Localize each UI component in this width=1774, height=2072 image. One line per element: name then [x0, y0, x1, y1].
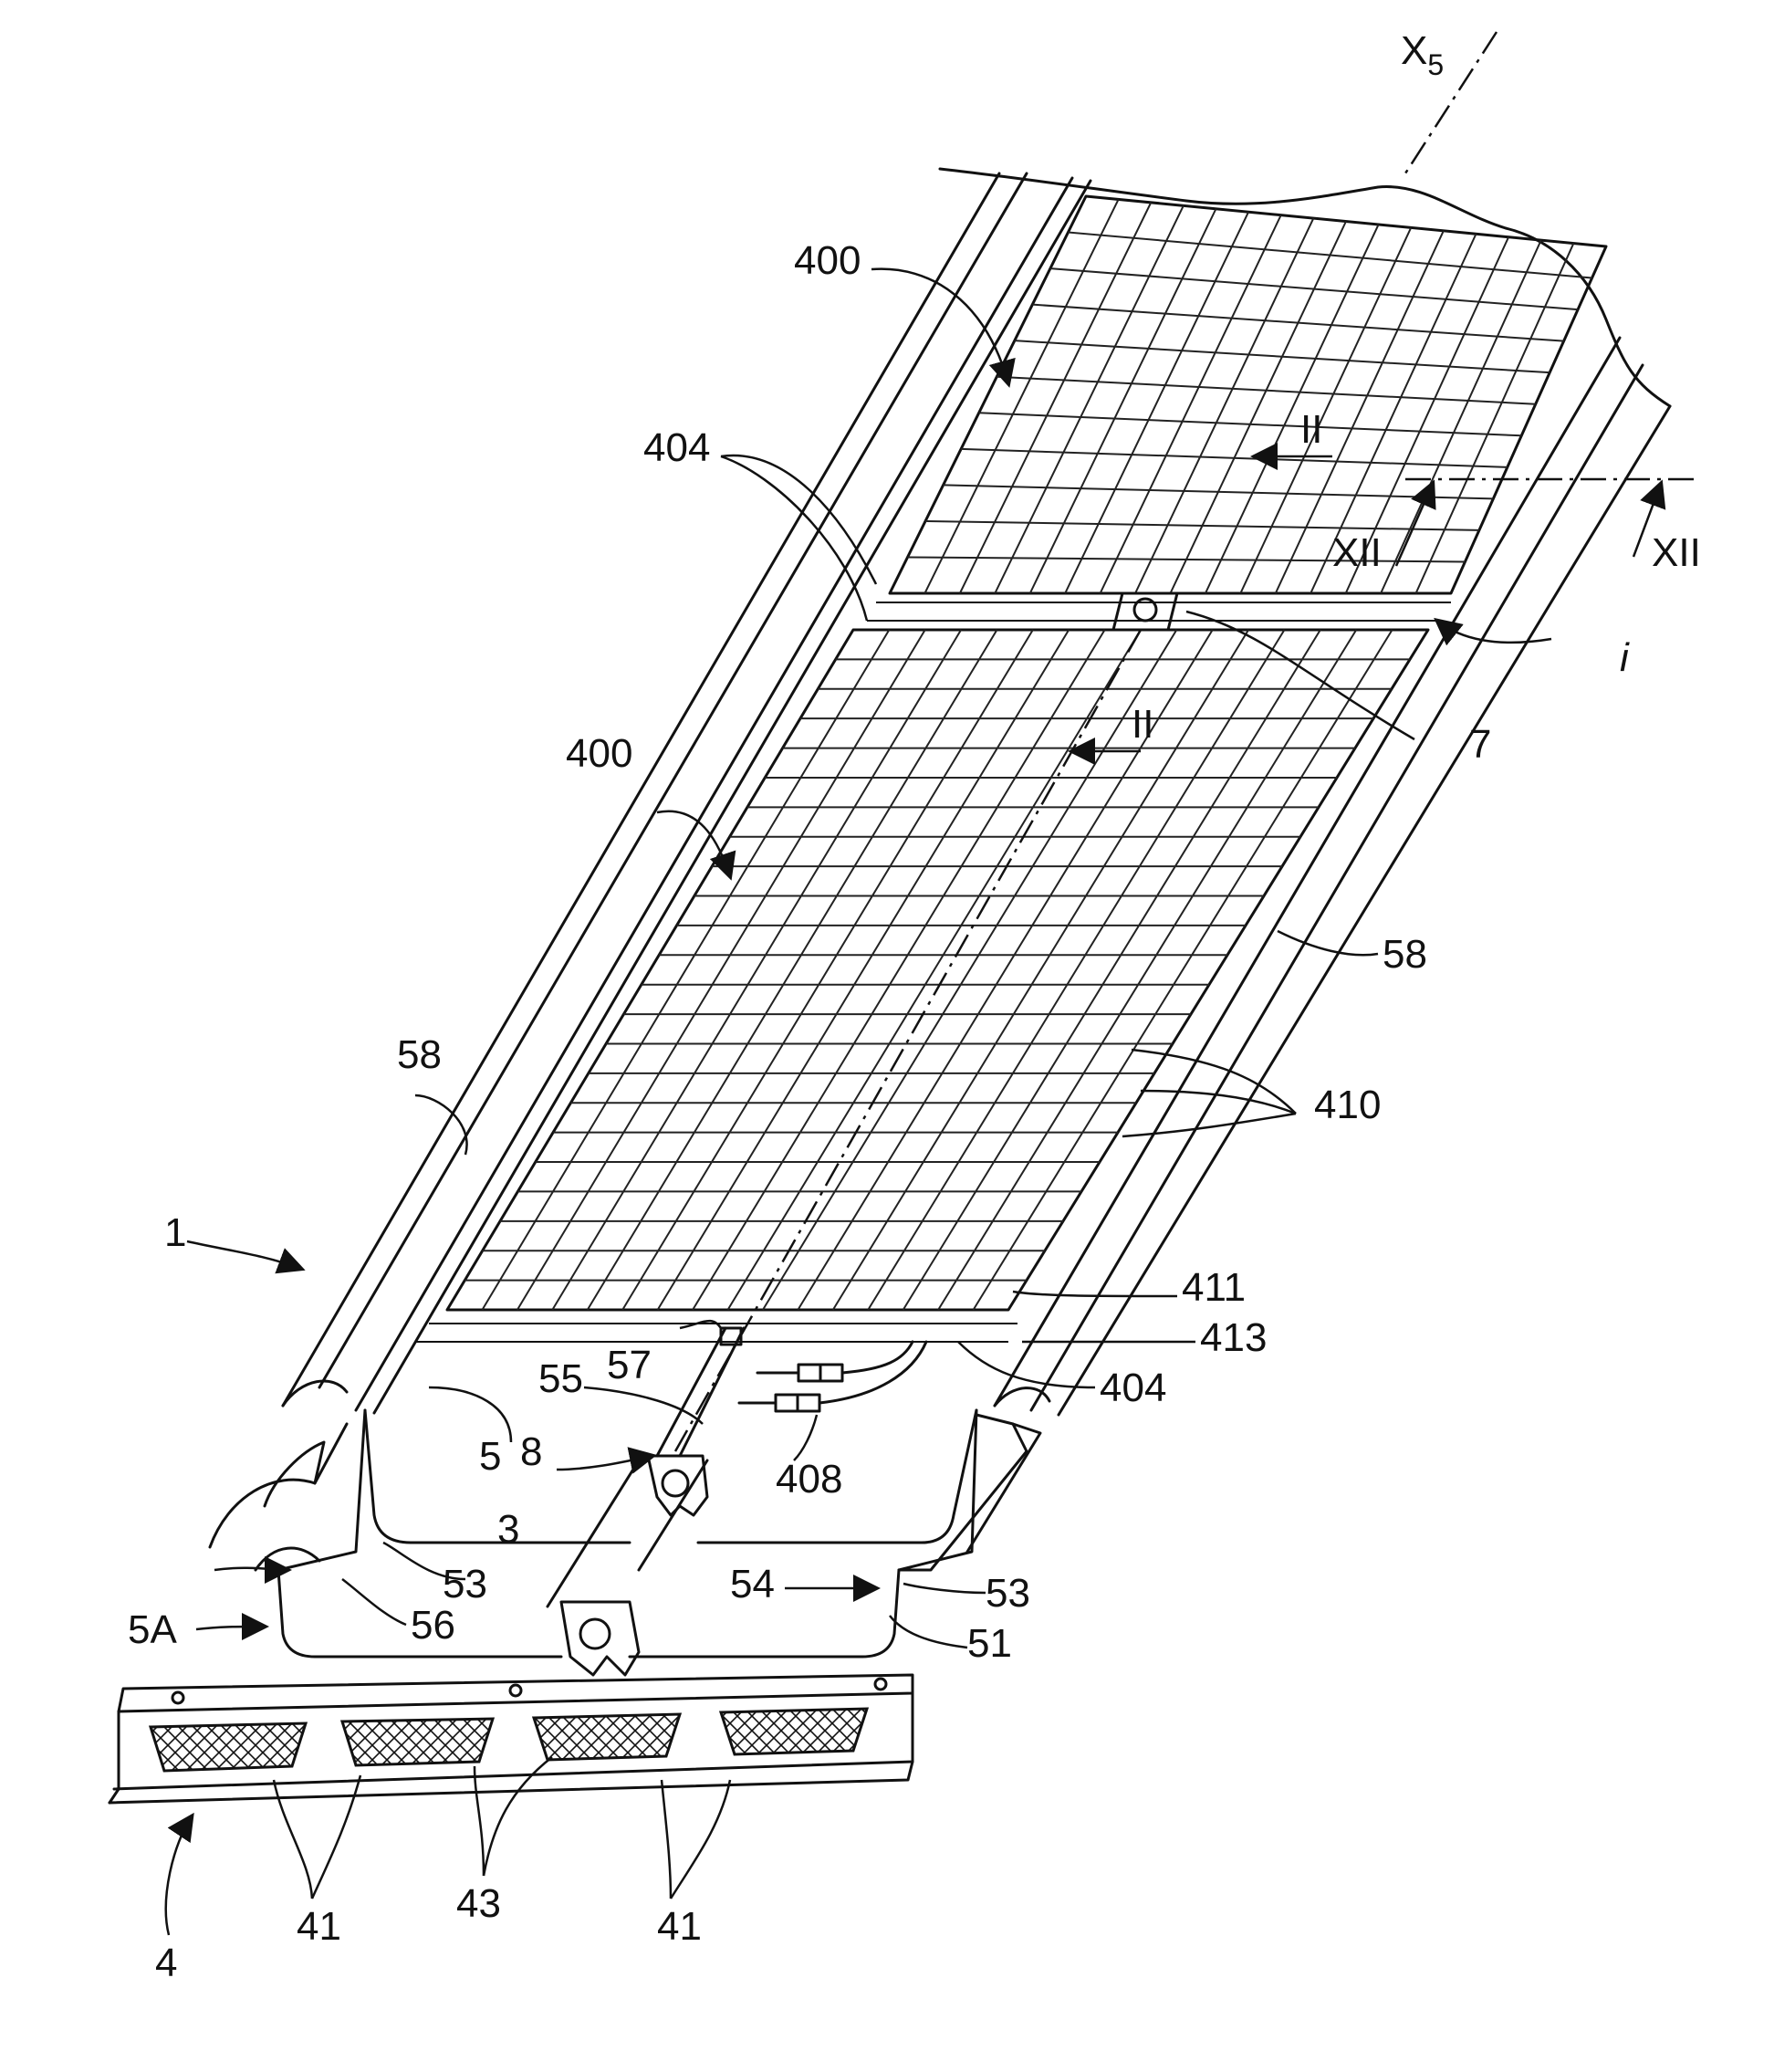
label-5: 5: [479, 1434, 501, 1479]
label-ii-top: II: [1300, 407, 1322, 452]
cell-grid-line: [1030, 209, 1216, 593]
label-ii-bottom: II: [1132, 702, 1153, 747]
label-410: 410: [1314, 1083, 1381, 1127]
cell-grid-line: [944, 485, 1494, 498]
cell-grid-line: [728, 630, 1142, 1310]
label-411: 411: [1182, 1265, 1246, 1310]
label-xii-left: XII: [1332, 530, 1382, 575]
label-56: 56: [411, 1603, 455, 1648]
solar-panel-upper: [890, 196, 1606, 593]
label-41-right: 41: [657, 1904, 702, 1949]
label-58-left: 58: [397, 1032, 442, 1077]
cell-grid-line: [979, 413, 1522, 435]
cell-grid-line: [1135, 218, 1313, 593]
cell-grid-line: [1065, 212, 1248, 593]
cell-grid-line: [925, 521, 1479, 530]
vent-mesh-1: [151, 1723, 306, 1771]
cell-grid-line: [1050, 268, 1578, 309]
label-8: 8: [520, 1429, 542, 1474]
label-404-bottom: 404: [1100, 1366, 1166, 1410]
cell-grid-line: [1068, 233, 1591, 278]
label-x-axis: X5: [1401, 28, 1444, 81]
section-arrows: [1072, 456, 1661, 751]
cell-grid-line: [961, 449, 1508, 467]
label-i: i: [1620, 635, 1630, 680]
cell-grid-line: [960, 203, 1151, 593]
label-57: 57: [607, 1343, 652, 1387]
cell-grid-line: [1015, 340, 1550, 372]
label-5a: 5A: [128, 1607, 177, 1652]
cell-grid-line: [833, 630, 1248, 1310]
vent-mesh-4: [721, 1709, 867, 1754]
label-53-right: 53: [986, 1571, 1030, 1616]
label-55: 55: [538, 1356, 583, 1401]
vent-plate-4: [110, 1675, 913, 1803]
left-end-profile: [210, 1424, 347, 1570]
label-xii-right: XII: [1652, 530, 1701, 575]
label-3: 3: [497, 1507, 519, 1552]
cell-grid-line: [1101, 215, 1281, 593]
label-51: 51: [967, 1621, 1012, 1666]
label-4: 4: [155, 1941, 177, 1985]
cell-grid-upper: [908, 199, 1592, 593]
label-413: 413: [1200, 1315, 1267, 1360]
cell-grid-line: [997, 377, 1535, 404]
label-43: 43: [456, 1881, 501, 1926]
cell-grid-line: [1416, 244, 1574, 593]
cell-grid-line: [1381, 240, 1541, 593]
cell-grid-line: [1240, 227, 1411, 593]
label-408: 408: [776, 1457, 842, 1502]
separator-404: [867, 602, 1451, 621]
label-1: 1: [164, 1210, 186, 1255]
cell-grid-line: [1032, 305, 1563, 341]
label-54: 54: [730, 1562, 775, 1606]
cell-grid-line: [763, 630, 1176, 1310]
label-400-top: 400: [794, 238, 861, 283]
vent-mesh-3: [534, 1714, 680, 1760]
right-rail-58: [995, 338, 1670, 1415]
label-53-left: 53: [443, 1562, 487, 1606]
label-41-left: 41: [297, 1904, 341, 1949]
fastener-7: [1113, 593, 1177, 630]
cables-408: [739, 1342, 926, 1411]
cell-grid-line: [868, 630, 1284, 1310]
label-58-right: 58: [1383, 932, 1427, 977]
label-400-mid: 400: [566, 731, 632, 776]
bottom-strip-411: [415, 1324, 1017, 1342]
label-7: 7: [1469, 722, 1491, 767]
tray-5a: [278, 1410, 976, 1657]
cell-grid-line: [924, 199, 1118, 593]
vent-mesh-2: [342, 1719, 493, 1765]
label-404-top: 404: [643, 425, 710, 470]
